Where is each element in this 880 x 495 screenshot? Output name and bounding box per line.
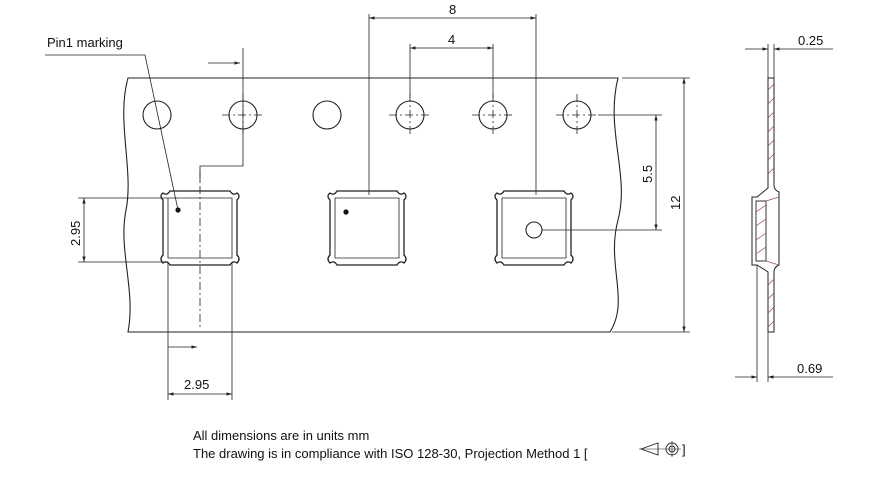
dim-pitch-label: 8 — [449, 2, 456, 17]
pocket-1 — [160, 170, 240, 330]
offset-marker — [199, 48, 244, 182]
dim-tape-thickness-label: 0.25 — [798, 33, 823, 48]
dim-pitch: 8 — [368, 2, 537, 195]
side-section-view — [751, 77, 780, 333]
pin1-label: Pin1 marking — [47, 35, 123, 50]
dim-hole-pitch: 4 — [409, 32, 494, 98]
dim-pocket-width: 2.95 — [167, 262, 233, 400]
pocket-3 — [494, 190, 574, 266]
dim-tape-thickness: 0.25 — [745, 33, 833, 78]
dim-tape-width: 12 — [612, 77, 690, 333]
pin1-leader: Pin1 marking — [45, 35, 179, 211]
dim-pocket-width-label: 2.95 — [184, 377, 209, 392]
units-note: All dimensions are in units mm — [193, 428, 370, 443]
dim-hole-to-pocket-label: 5.5 — [640, 165, 655, 183]
dim-pocket-height: 2.95 — [68, 197, 168, 263]
pin1-dot-2 — [343, 209, 349, 215]
dim-hole-pitch-label: 4 — [448, 32, 455, 47]
dim-total-thickness-label: 0.69 — [797, 361, 822, 376]
compliance-note: The drawing is in compliance with ISO 12… — [193, 446, 588, 461]
carrier-tape — [123, 77, 622, 333]
projection-method-icon — [639, 441, 681, 457]
dim-total-thickness: 0.69 — [735, 265, 833, 382]
dim-tape-width-label: 12 — [668, 196, 683, 210]
pocket-2 — [327, 190, 407, 266]
hole-centerlines — [222, 94, 598, 136]
dim-pocket-height-label: 2.95 — [68, 221, 83, 246]
dim-hole-to-pocket: 5.5 — [542, 114, 662, 231]
projection-bracket-close: ] — [682, 442, 686, 457]
